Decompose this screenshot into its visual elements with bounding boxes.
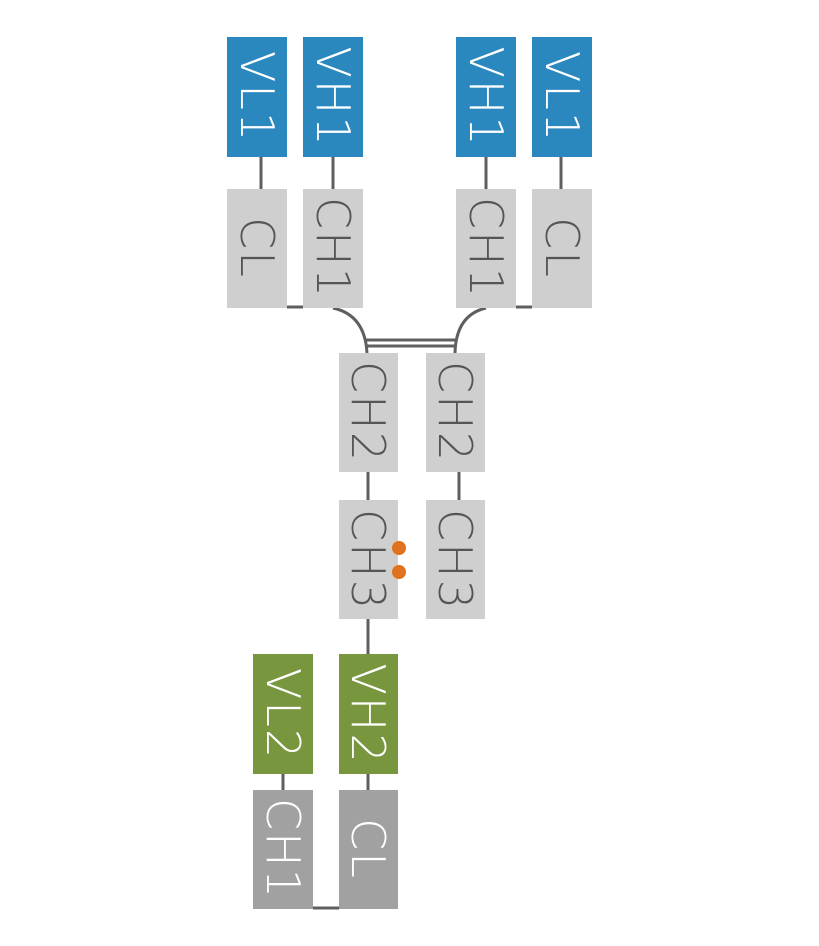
label-ch3-right: CH3 [428, 509, 482, 611]
domain-ch3-left [339, 500, 398, 619]
label-cl-right: CL [535, 217, 589, 279]
label-ch2-left: CH2 [341, 361, 395, 463]
hinge-left [332, 306, 369, 354]
label-vl1-left: VL1 [230, 51, 284, 143]
mutation-marker-1 [392, 541, 406, 555]
domain-ch1-bottom [253, 790, 313, 909]
domain-cl-bottom [339, 790, 398, 909]
label-ch1-right: CH1 [459, 197, 513, 299]
label-vh2: VH2 [341, 663, 395, 764]
label-cl-left: CL [230, 217, 284, 279]
domain-vh2 [339, 654, 398, 774]
domain-vl1-right [532, 37, 592, 157]
domain-ch1-right [456, 189, 516, 308]
domain-ch2-left [339, 353, 398, 472]
label-ch1-left: CH1 [306, 197, 360, 299]
domain-ch1-left [303, 189, 363, 308]
domain-vl2 [253, 654, 313, 774]
domain-ch3-right [426, 500, 485, 619]
label-vh1-left: VH1 [306, 46, 360, 147]
label-vl2: VL2 [256, 668, 310, 760]
domain-cl-left [227, 189, 287, 308]
mutation-marker-2 [392, 565, 406, 579]
label-ch3-left: CH3 [341, 509, 395, 611]
label-ch2-right: CH2 [428, 361, 482, 463]
fc-region: CH2 CH2 CH3 CH3 [339, 353, 485, 619]
domain-vl1-left [227, 37, 287, 157]
connectors [259, 157, 563, 910]
label-ch1-bottom: CH1 [256, 798, 310, 900]
domain-ch2-right [426, 353, 485, 472]
label-vl1-right: VL1 [535, 51, 589, 143]
bottom-fab: VL2 VH2 CH1 CL [253, 654, 398, 909]
domain-vh1-left [303, 37, 363, 157]
domain-cl-right [532, 189, 592, 308]
hinge-right [453, 306, 487, 354]
label-vh1-right: VH1 [459, 46, 513, 147]
domain-vh1-right [456, 37, 516, 157]
right-fab: VH1 VL1 CH1 CL [456, 37, 592, 308]
label-cl-bottom: CL [341, 818, 395, 880]
left-fab: VL1 VH1 CL CH1 [227, 37, 363, 308]
